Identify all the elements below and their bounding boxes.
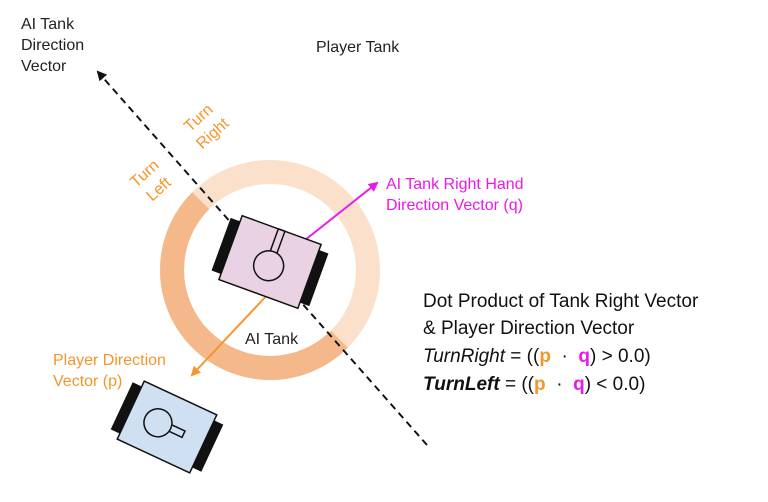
turn-right-equation: TurnRight = ((p · q) > 0.0) [423,346,651,367]
ai-direction-label: AI Tank Direction Vector [21,16,85,75]
ai-tank-label: AI Tank [245,331,299,348]
player-tank [110,380,224,474]
ai-tank-left-track [211,217,241,274]
turn-left-name: TurnLeft [423,374,500,395]
ai-tank-turret [252,250,285,282]
turn-left-equation: TurnLeft = ((p · q) < 0.0) [423,374,646,395]
player-tank-right-track [192,420,224,472]
ai-tank-right-track [299,250,329,307]
ai-direction-vector [96,70,428,446]
player-tank-label: Player Tank [316,39,400,56]
player-tank-left-track [110,382,142,434]
dot-product-title-line1: Dot Product of Tank Right Vector [423,291,699,312]
turn-ring-left-half [160,192,348,380]
right-hand-vector-label: AI Tank Right Hand Direction Vector (q) [386,176,524,214]
player-direction-label: Player Direction Vector (p) [53,352,166,390]
turn-ring [160,160,380,380]
player-tank-turret [143,408,173,438]
player-direction-vector [190,291,271,377]
ai-tank [211,214,329,310]
dot-product-title-line2: & Player Direction Vector [423,318,635,339]
right-hand-vector [299,181,379,245]
turn-right-name: TurnRight [423,346,506,367]
